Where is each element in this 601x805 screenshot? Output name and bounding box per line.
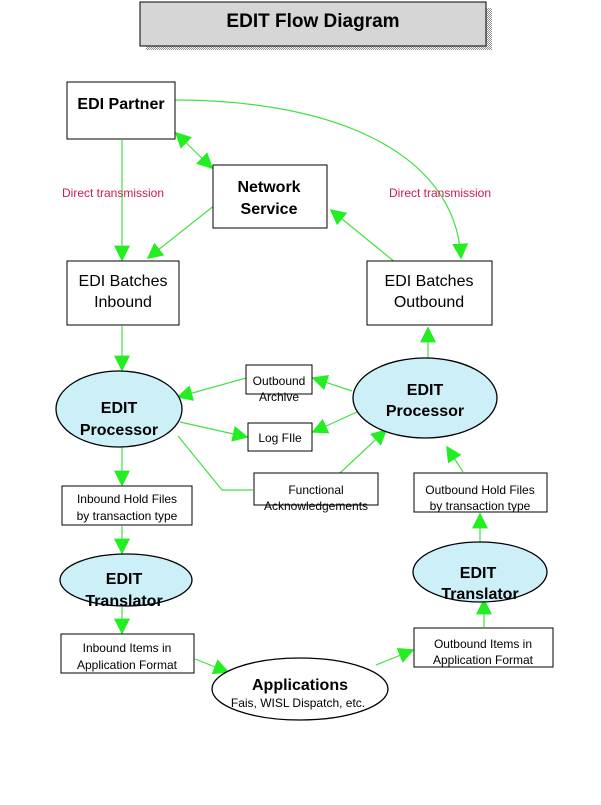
outbound-items-line1: Outbound Items in — [434, 637, 532, 651]
functional-ack-line1: Functional — [288, 483, 343, 497]
applications-subtitle: Fais, WISL Dispatch, etc. — [231, 696, 365, 710]
inbound-items-line2: Application Format — [77, 658, 178, 672]
batches-outbound-line1: EDI Batches — [385, 273, 474, 290]
node-edi-partner: EDI Partner — [66, 81, 176, 140]
edge-apps-to-outbound-items — [375, 647, 415, 666]
node-inbound-items: Inbound Items in Application Format — [60, 633, 195, 674]
processor-right-line1: EDIT — [407, 382, 444, 399]
inbound-hold-line1: Inbound Hold Files — [77, 492, 177, 506]
edge-outbound-to-network — [329, 208, 397, 264]
title-box: EDIT Flow Diagram — [139, 1, 492, 50]
node-log-file: Log FIle — [247, 422, 313, 452]
node-translator-left: EDIT Translator — [59, 553, 193, 610]
edge-archive-to-processor — [176, 377, 247, 401]
edge-inbound-items-to-apps — [194, 658, 230, 675]
node-processor-left: EDIT Processor — [55, 370, 183, 448]
edge-partner-network — [174, 131, 214, 170]
processor-right-line2: Processor — [386, 403, 464, 420]
outbound-archive-line2: Archive — [259, 390, 299, 404]
batches-outbound-line2: Outbound — [394, 294, 464, 311]
title-frame — [139, 1, 487, 47]
connectors — [114, 99, 492, 675]
network-service-line1: Network — [237, 179, 300, 196]
batches-inbound-line1: EDI Batches — [79, 273, 168, 290]
node-outbound-hold: Outbound Hold Files by transaction type — [413, 472, 548, 513]
edi-partner-label: EDI Partner — [77, 96, 164, 113]
node-network-service: Network Service — [212, 164, 328, 229]
edge-outbound-hold-to-processor — [446, 445, 464, 473]
batches-inbound-line2: Inbound — [94, 294, 152, 311]
node-translator-right: EDIT Translator — [412, 541, 548, 603]
edge-network-to-inbound — [146, 204, 216, 259]
inbound-items-line1: Inbound Items in — [83, 641, 172, 655]
node-batches-outbound: EDI Batches Outbound — [366, 260, 493, 326]
translator-right-line1: EDIT — [460, 565, 497, 582]
edge-partner-to-outbound — [174, 99, 469, 260]
edge-processor-to-archive — [311, 374, 353, 392]
edge-label-direct-left: Direct transmission — [62, 186, 164, 200]
translator-left-line2: Translator — [85, 593, 162, 610]
edge-label-direct-right: Direct transmission — [389, 186, 491, 200]
node-outbound-items: Outbound Items in Application Format — [413, 627, 554, 668]
node-outbound-archive: Outbound Archive — [245, 364, 313, 404]
log-file-label: Log FIle — [258, 431, 302, 445]
outbound-hold-line1: Outbound Hold Files — [425, 483, 534, 497]
translator-left-line1: EDIT — [106, 571, 143, 588]
network-service-line2: Service — [241, 201, 298, 218]
inbound-hold-line2: by transaction type — [77, 509, 178, 523]
node-functional-ack: Functional Acknowledgements — [253, 472, 379, 513]
node-inbound-hold: Inbound Hold Files by transaction type — [61, 485, 193, 526]
translator-right-line2: Translator — [441, 586, 518, 603]
functional-ack-line2: Acknowledgements — [264, 499, 368, 513]
edge-processor-to-log-left — [179, 421, 249, 442]
outbound-hold-line2: by transaction type — [430, 499, 531, 513]
edge-processor-to-log-right — [311, 411, 358, 434]
edge-processor-to-ack — [177, 435, 253, 491]
node-applications: Applications Fais, WISL Dispatch, etc. — [211, 657, 389, 721]
outbound-archive-line1: Outbound — [253, 374, 306, 388]
node-batches-inbound: EDI Batches Inbound — [66, 260, 180, 326]
processor-left-line2: Processor — [80, 422, 158, 439]
outbound-items-line2: Application Format — [433, 653, 534, 667]
node-processor-right: EDIT Processor — [352, 357, 498, 439]
processor-left-line1: EDIT — [101, 400, 138, 417]
edge-ack-to-processor — [339, 428, 388, 474]
diagram-title: EDIT Flow Diagram — [226, 11, 399, 32]
applications-title: Applications — [252, 677, 348, 694]
